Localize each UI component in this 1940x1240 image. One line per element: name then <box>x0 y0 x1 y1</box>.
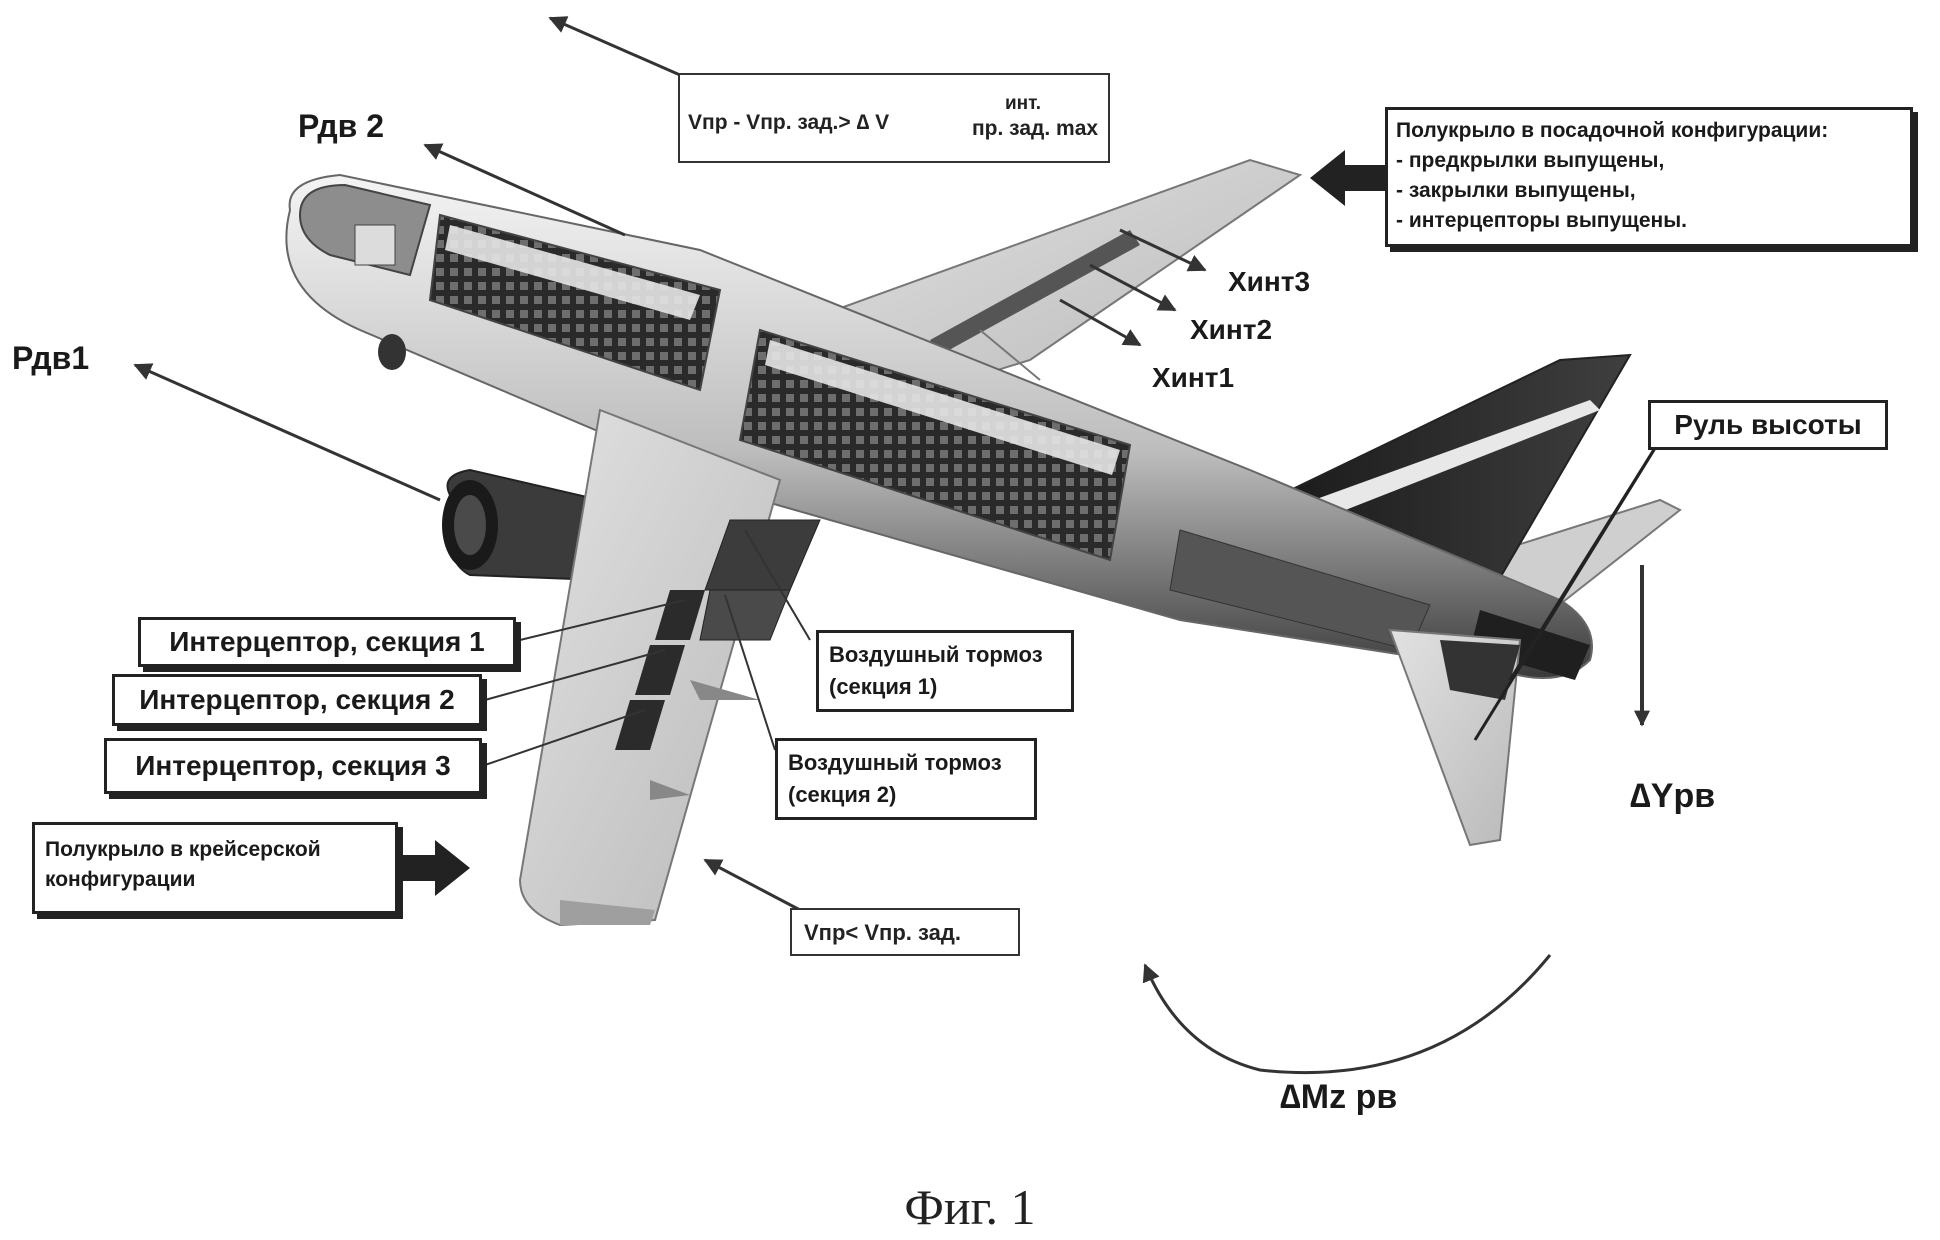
figure-caption: Фиг. 1 <box>904 1179 1036 1235</box>
spoiler-section-2-box: Интерцептор, секция 2 <box>112 674 482 726</box>
airbrake-section-1-line2: (секция 1) <box>829 674 938 699</box>
condition-sub: пр. зад. max <box>972 117 1099 140</box>
engine-thrust-1-label: Рдв1 <box>12 340 90 376</box>
lift-increment-label: ∆Yрв <box>1630 777 1716 815</box>
tail-cone <box>1470 610 1590 680</box>
landing-config-box: Полукрыло в посадочной конфигурации: - п… <box>1385 107 1913 247</box>
airbrake-section-2-line1: Воздушный тормоз <box>788 750 1002 775</box>
spoiler-section-1 <box>655 590 705 640</box>
cruise-config-line1: Полукрыло в крейсерской <box>45 838 321 861</box>
cruise-config-box: Полукрыло в крейсерской конфигурации <box>32 822 398 914</box>
spoiler-section-3 <box>615 700 665 750</box>
spoiler-section-2 <box>635 645 685 695</box>
elevator-label-box: Руль высоты <box>1648 400 1888 450</box>
moment-increment-label: ∆Mz рв <box>1280 1078 1398 1116</box>
condition-main: Vпр - Vпр. зад.> ∆ V <box>688 111 890 134</box>
landing-config-item: - предкрылки выпущены, <box>1396 149 1665 172</box>
landing-config-item: - закрылки выпущены, <box>1396 179 1636 202</box>
landing-config-arrow <box>1310 150 1385 206</box>
airbrake-section-1-box: Воздушный тормоз (секция 1) <box>816 630 1074 712</box>
spoiler-section-3-label: Интерцептор, секция 3 <box>135 750 451 781</box>
cruise-config-line2: конфигурации <box>45 868 196 891</box>
spoiler-section-3-box: Интерцептор, секция 3 <box>104 738 482 794</box>
airbrake-section-2 <box>699 589 791 641</box>
engine-thrust-2-label: Рдв 2 <box>298 108 384 144</box>
spoiler-section-1-label: Интерцептор, секция 1 <box>169 626 485 657</box>
landing-config-title: Полукрыло в посадочной конфигурации: <box>1396 119 1829 142</box>
pitch-moment-arc <box>1142 954 1552 1074</box>
elevator-label: Руль высоты <box>1674 409 1862 440</box>
airbrake-section-2-box: Воздушный тормоз (секция 2) <box>775 738 1037 820</box>
airbrake-section-2-line2: (секция 2) <box>788 782 897 807</box>
cruise-config-arrow <box>400 840 470 896</box>
nose-gear <box>378 334 406 370</box>
spoiler-deflection-2-label: Хинт2 <box>1190 314 1273 345</box>
condition-sup: инт. <box>1005 93 1042 114</box>
condition-box-top: Vпр - Vпр. зад.> ∆ V инт. пр. зад. max <box>678 73 1110 163</box>
condition-box-bottom: Vпр< Vпр. зад. <box>790 908 1020 956</box>
right-wing-spoiler-panels <box>930 230 1140 355</box>
spoiler-deflection-1-label: Хинт1 <box>1152 362 1235 393</box>
spoiler-section-2-label: Интерцептор, секция 2 <box>139 684 455 715</box>
spoiler-section-1-box: Интерцептор, секция 1 <box>138 617 516 667</box>
spoiler-deflection-3-label: Хинт3 <box>1228 266 1311 297</box>
landing-config-item: - интерцепторы выпущены. <box>1396 209 1687 232</box>
condition-bottom-text: Vпр< Vпр. зад. <box>804 920 961 945</box>
airbrake-section-1-line1: Воздушный тормоз <box>829 642 1043 667</box>
